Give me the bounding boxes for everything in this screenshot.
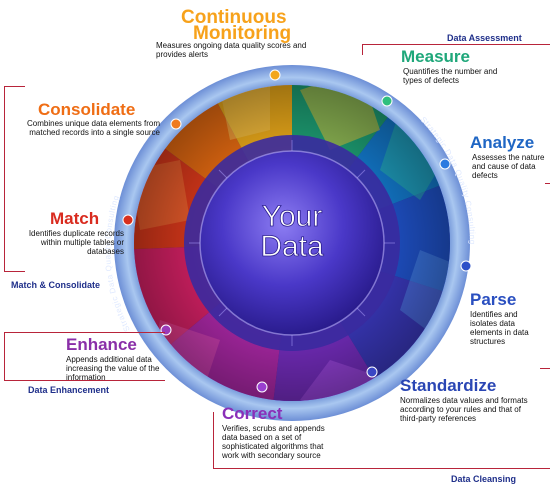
step-title-enhance: Enhance — [66, 335, 137, 354]
step-title-parse: Parse — [470, 290, 517, 309]
step-desc-analyze: Assesses the nature and cause of data de… — [472, 153, 545, 180]
step-title-match: Match — [50, 209, 100, 228]
step-desc-consolidate: Combines unique data elements from match… — [27, 119, 160, 137]
bracket-match-consolidate — [4, 86, 25, 272]
bracket-standardize-right — [540, 360, 550, 369]
marker-consolidate — [170, 118, 182, 130]
group-label-data-enhancement: Data Enhancement — [28, 385, 110, 395]
bracket-data-enhancement — [4, 332, 165, 381]
marker-parse — [460, 260, 472, 272]
group-label-match-consolidate: Match & Consolidate — [11, 280, 101, 290]
step-markers — [122, 69, 472, 393]
step-title-continuous-monitoring-1: Continuous — [181, 7, 287, 28]
step-title-consolidate: Consolidate — [38, 100, 136, 119]
step-desc-measure: Quantifies the number and types of defec… — [403, 67, 498, 85]
step-title-measure: Measure — [401, 47, 470, 66]
bracket-analyze-right — [545, 175, 550, 184]
marker-match — [122, 214, 134, 226]
marker-continuous-monitoring — [269, 69, 281, 81]
marker-standardize — [366, 366, 378, 378]
step-desc-standardize: Normalizes data values and formats accor… — [400, 396, 528, 423]
step-desc-parse: Identifies and isolates data elements in… — [470, 310, 529, 346]
group-label-data-cleansing: Data Cleansing — [451, 474, 517, 484]
group-label-data-assessment: Data Assessment — [447, 33, 522, 43]
step-desc-match: Identifies duplicate records within mult… — [28, 229, 124, 256]
step-desc-correct: Verifies, scrubs and appends data based … — [222, 424, 325, 460]
marker-correct — [256, 381, 268, 393]
marker-measure — [381, 95, 393, 107]
step-title-continuous-monitoring-2: Monitoring — [193, 23, 292, 44]
bracket-data-cleansing — [213, 412, 550, 469]
step-desc-continuous-monitoring: Measures ongoing data quality scores and… — [156, 41, 307, 59]
step-title-analyze: Analyze — [470, 133, 535, 152]
center-label-line2: Data — [260, 230, 324, 263]
center-label-line1: Your — [262, 200, 323, 233]
marker-analyze — [439, 158, 451, 170]
hub — [200, 151, 384, 335]
step-title-correct: Correct — [222, 404, 283, 423]
bracket-data-assessment — [362, 44, 550, 55]
step-title-standardize: Standardize — [400, 376, 497, 395]
step-desc-enhance: Appends additional data increasing the v… — [66, 355, 160, 382]
